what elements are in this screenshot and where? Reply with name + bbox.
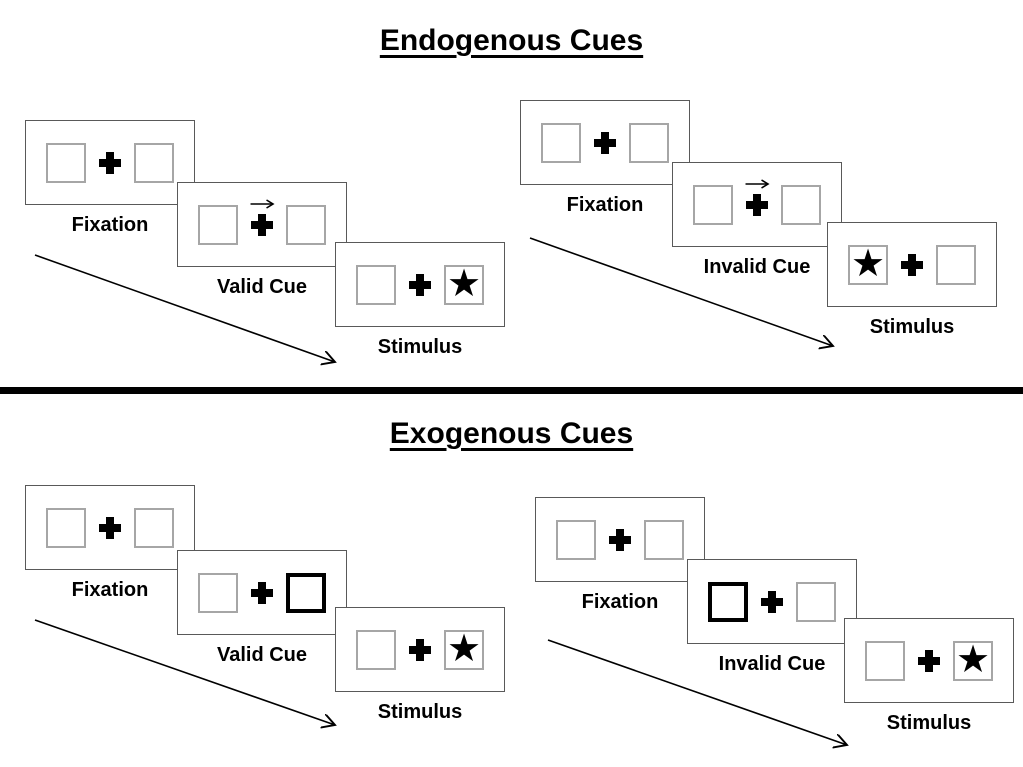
- panel-label: Stimulus: [377, 336, 463, 358]
- panel-exogenous-invalid-stimulus: ★ Stimulus: [844, 618, 1014, 735]
- panel-endogenous-valid-fixation: Fixation: [25, 120, 195, 237]
- panel-label: Invalid Cue: [703, 256, 811, 278]
- target-star-icon: ★: [446, 262, 482, 305]
- display-frame: [687, 559, 857, 644]
- cue-highlight-box-right: [286, 572, 326, 613]
- target-box-left: ★: [848, 242, 888, 285]
- target-box-right: ★: [953, 638, 993, 681]
- cue-highlight-box-left: [708, 581, 748, 622]
- timeline-arrow-exogenous-invalid: [547, 639, 854, 751]
- fixation-cross-icon: [251, 581, 273, 604]
- cue-arrow-right-icon: [745, 177, 771, 195]
- fixation-cross-icon: [594, 131, 616, 154]
- panel-endogenous-invalid-cue: Invalid Cue: [672, 162, 842, 279]
- placeholder-box-left: [198, 204, 238, 245]
- placeholder-box-left: [46, 507, 86, 548]
- panel-label: Stimulus: [377, 701, 463, 723]
- display-frame: [535, 497, 705, 582]
- fixation-cross-icon: [409, 638, 431, 661]
- placeholder-box-left: [46, 142, 86, 183]
- target-star-icon: ★: [850, 242, 886, 285]
- fixation-cross-icon: [409, 273, 431, 296]
- fixation-cross-icon: [99, 151, 121, 174]
- panel-exogenous-invalid-cue: Invalid Cue: [687, 559, 857, 676]
- fixation-cross-icon: [745, 178, 770, 216]
- placeholder-box-left: [356, 264, 396, 305]
- section-divider: [0, 387, 1023, 394]
- timeline-arrow-endogenous-invalid: [529, 237, 840, 353]
- panel-label: Valid Cue: [216, 644, 308, 666]
- panel-label: Invalid Cue: [718, 653, 826, 675]
- section-title-endogenous: Endogenous Cues: [379, 24, 644, 57]
- target-box-right: ★: [444, 262, 484, 305]
- panel-exogenous-valid-cue: Valid Cue: [177, 550, 347, 667]
- target-star-icon: ★: [446, 627, 482, 670]
- display-frame: ★: [827, 222, 997, 307]
- display-frame: ★: [335, 607, 505, 692]
- panel-label: Fixation: [566, 194, 644, 216]
- timeline-arrow-exogenous-valid: [34, 619, 342, 731]
- fixation-cross-icon: [761, 590, 783, 613]
- placeholder-box-right: [629, 122, 669, 163]
- placeholder-box-left: [356, 629, 396, 670]
- display-frame: [25, 485, 195, 570]
- placeholder-box-right: [644, 519, 684, 560]
- cue-arrow-right-icon: [250, 197, 276, 215]
- panel-label: Fixation: [71, 579, 149, 601]
- placeholder-box-right: [796, 581, 836, 622]
- panel-label: Fixation: [581, 591, 659, 613]
- panel-endogenous-invalid-fixation: Fixation: [520, 100, 690, 217]
- placeholder-box-left: [198, 572, 238, 613]
- timeline-arrow-endogenous-valid: [34, 254, 342, 368]
- placeholder-box-right: [936, 244, 976, 285]
- placeholder-box-left: [865, 640, 905, 681]
- placeholder-box-right: [286, 204, 326, 245]
- panel-exogenous-valid-stimulus: ★ Stimulus: [335, 607, 505, 724]
- display-frame: ★: [844, 618, 1014, 703]
- display-frame: [672, 162, 842, 247]
- display-frame: [177, 182, 347, 267]
- placeholder-box-right: [781, 184, 821, 225]
- panel-exogenous-valid-fixation: Fixation: [25, 485, 195, 602]
- panel-label: Valid Cue: [216, 276, 308, 298]
- placeholder-box-right: [134, 507, 174, 548]
- placeholder-box-left: [556, 519, 596, 560]
- panel-label: Fixation: [71, 214, 149, 236]
- section-title-exogenous: Exogenous Cues: [389, 417, 634, 450]
- display-frame: [520, 100, 690, 185]
- fixation-cross-icon: [901, 253, 923, 276]
- target-box-right: ★: [444, 627, 484, 670]
- display-frame: [177, 550, 347, 635]
- panel-label: Stimulus: [869, 316, 955, 338]
- fixation-cross-icon: [99, 516, 121, 539]
- fixation-cross-icon: [918, 649, 940, 672]
- panel-exogenous-invalid-fixation: Fixation: [535, 497, 705, 614]
- fixation-cross-icon: [609, 528, 631, 551]
- fixation-cross-icon: [250, 198, 275, 236]
- panel-endogenous-invalid-stimulus: ★ Stimulus: [827, 222, 997, 339]
- display-frame: [25, 120, 195, 205]
- placeholder-box-left: [541, 122, 581, 163]
- display-frame: ★: [335, 242, 505, 327]
- placeholder-box-left: [693, 184, 733, 225]
- panel-endogenous-valid-stimulus: ★ Stimulus: [335, 242, 505, 359]
- placeholder-box-right: [134, 142, 174, 183]
- target-star-icon: ★: [955, 638, 991, 681]
- panel-endogenous-valid-cue: Valid Cue: [177, 182, 347, 299]
- panel-label: Stimulus: [886, 712, 972, 734]
